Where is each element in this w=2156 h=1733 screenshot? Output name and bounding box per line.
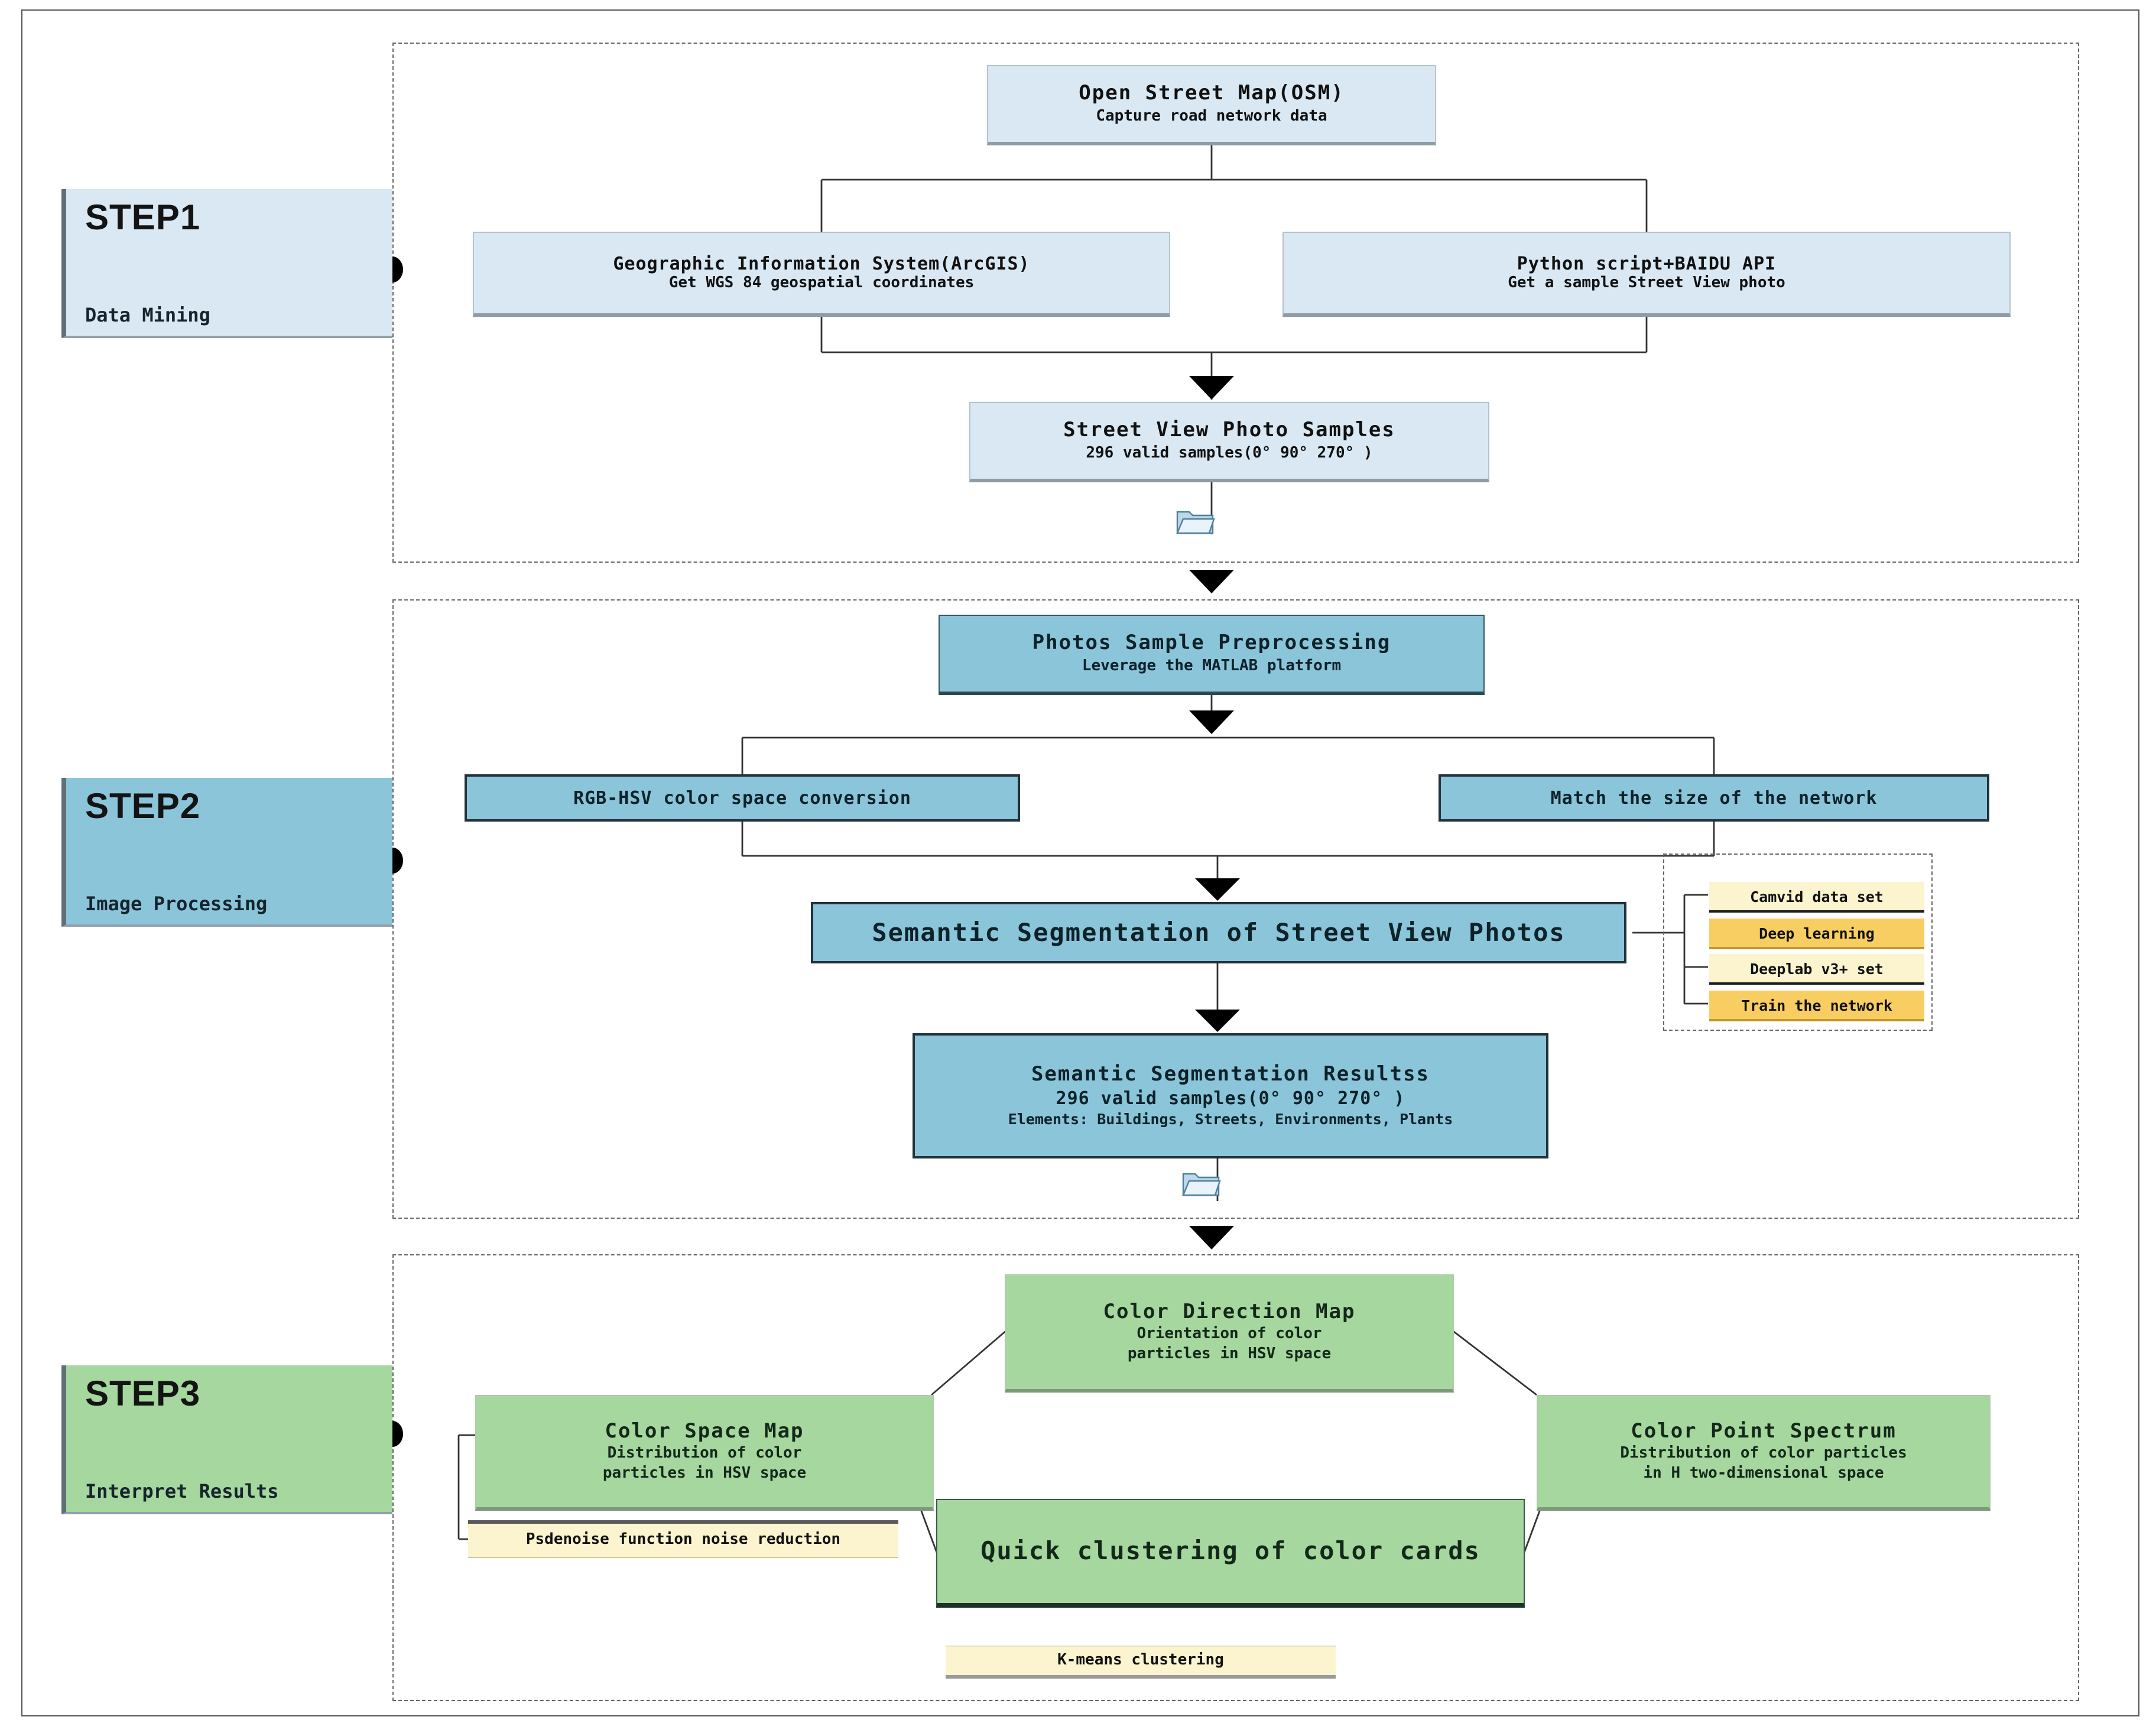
node-preprocessing-title: Photos Sample Preprocessing <box>1032 631 1391 655</box>
node-quick-clustering-title: Quick clustering of color cards <box>980 1537 1480 1566</box>
node-rgb-hsv-label: RGB-HSV color space conversion <box>573 787 911 809</box>
region-step3 <box>392 1254 2079 1701</box>
node-segmentation-results-title: Semantic Segmentation Resultss <box>1031 1063 1430 1087</box>
node-segmentation-results-subtitle: 296 valid samples(0° 90° 270° ) <box>1056 1088 1405 1109</box>
step1-word: STEP <box>85 199 180 238</box>
step3-caption: Interpret Results <box>85 1480 279 1502</box>
strip-kmeans: K-means clustering <box>946 1646 1336 1679</box>
step3-word: STEP <box>85 1375 180 1414</box>
node-segmentation-results-elements: Elements: Buildings, Streets, Environmen… <box>1008 1110 1453 1128</box>
region-step2 <box>392 599 2079 1219</box>
training-panel: Camvid data set Deep learning Deeplab v3… <box>1663 853 1933 1031</box>
node-street-view-samples-subtitle: 296 valid samples(0° 90° 270° ) <box>1086 444 1373 462</box>
node-segmentation: Semantic Segmentation of Street View Pho… <box>811 902 1626 963</box>
node-segmentation-results: Semantic Segmentation Resultss 296 valid… <box>913 1033 1548 1158</box>
node-color-point-spectrum: Color Point Spectrum Distribution of col… <box>1537 1395 1991 1511</box>
panel-row-deeplab: Deeplab v3+ set <box>1709 954 1924 985</box>
node-python-baidu: Python script+BAIDU API Get a sample Str… <box>1282 232 2011 317</box>
step2-caption: Image Processing <box>85 893 268 915</box>
panel-row-deep-learning: Deep learning <box>1709 919 1924 949</box>
node-color-point-spectrum-title: Color Point Spectrum <box>1631 1420 1897 1444</box>
step2-title: STEP2 <box>85 787 392 826</box>
step2-label-box: STEP2 Image Processing <box>61 778 392 927</box>
node-color-direction-map-title: Color Direction Map <box>1103 1300 1356 1325</box>
region-step1 <box>392 43 2079 563</box>
step3-title: STEP3 <box>85 1377 392 1413</box>
node-street-view-samples: Street View Photo Samples 296 valid samp… <box>969 402 1489 482</box>
panel-row-camvid: Camvid data set <box>1709 882 1924 913</box>
node-color-direction-map: Color Direction Map Orientation of color… <box>1005 1274 1454 1393</box>
step2-number: 2 <box>180 787 201 826</box>
node-quick-clustering: Quick clustering of color cards <box>936 1499 1525 1608</box>
node-color-space-map-sub2: particles in HSV space <box>602 1464 807 1482</box>
node-street-view-samples-title: Street View Photo Samples <box>1063 418 1395 443</box>
node-color-space-map-title: Color Space Map <box>605 1420 804 1444</box>
node-python-baidu-subtitle: Get a sample Street View photo <box>1508 274 1785 293</box>
step3-number: 3 <box>180 1375 201 1414</box>
node-color-direction-map-sub2: particles in HSV space <box>1127 1345 1332 1363</box>
strip-kmeans-label: K-means clustering <box>1057 1651 1224 1669</box>
node-match-size-label: Match the size of the network <box>1550 787 1878 809</box>
step1-caption: Data Mining <box>85 304 210 326</box>
node-arcgis-subtitle: Get WGS 84 geospatial coordinates <box>668 274 975 293</box>
step2-word: STEP <box>85 787 180 826</box>
node-arcgis-title: Geographic Information System(ArcGIS) <box>613 252 1030 274</box>
step1-number: 1 <box>180 199 201 238</box>
step1-label-box: STEP1 Data Mining <box>61 189 392 338</box>
step1-title: STEP1 <box>85 199 392 238</box>
node-preprocessing: Photos Sample Preprocessing Leverage the… <box>939 615 1485 695</box>
node-preprocessing-subtitle: Leverage the MATLAB platform <box>1082 657 1342 674</box>
node-osm-title: Open Street Map(OSM) <box>1079 82 1345 106</box>
node-color-point-spectrum-sub2: in H two-dimensional space <box>1643 1464 1884 1482</box>
node-arcgis: Geographic Information System(ArcGIS) Ge… <box>473 232 1170 317</box>
node-python-baidu-title: Python script+BAIDU API <box>1517 252 1777 274</box>
node-color-direction-map-sub1: Orientation of color <box>1137 1325 1322 1343</box>
panel-row-train-network: Train the network <box>1709 991 1924 1021</box>
node-segmentation-title: Semantic Segmentation of Street View Pho… <box>872 918 1566 947</box>
node-color-point-spectrum-sub1: Distribution of color particles <box>1620 1445 1907 1463</box>
strip-psdenoise-label: Psdenoise function noise reduction <box>525 1530 841 1549</box>
figure-border <box>21 9 2139 1716</box>
node-osm-subtitle: Capture road network data <box>1096 107 1327 125</box>
node-osm: Open Street Map(OSM) Capture road networ… <box>987 65 1436 145</box>
step3-label-box: STEP3 Interpret Results <box>61 1365 392 1514</box>
strip-psdenoise: Psdenoise function noise reduction <box>468 1520 898 1558</box>
node-rgb-hsv: RGB-HSV color space conversion <box>465 774 1020 822</box>
node-color-space-map: Color Space Map Distribution of color pa… <box>475 1395 934 1511</box>
node-color-space-map-sub1: Distribution of color <box>607 1445 802 1463</box>
node-match-size: Match the size of the network <box>1439 774 1989 822</box>
